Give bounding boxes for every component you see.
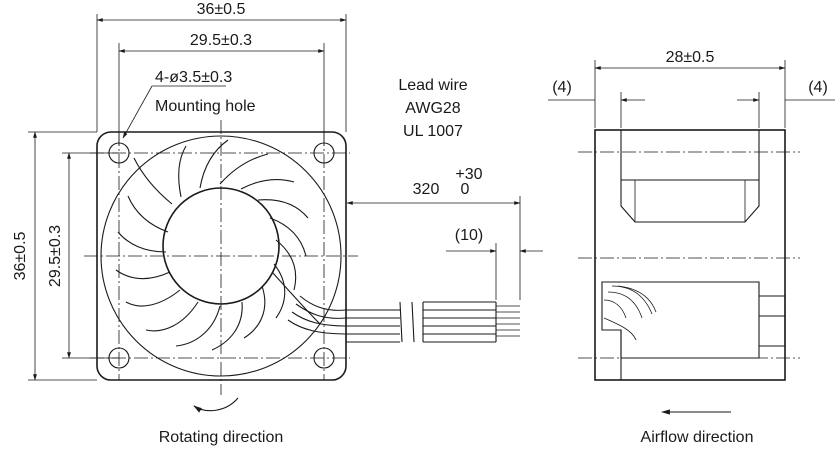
dim-outer-height: 36±0.5 [12, 131, 37, 381]
front-view: 36±0.5 29.5±0.3 4-ø3.5±0.3 Mounting hole… [12, 1, 358, 446]
side-motor [601, 281, 786, 359]
mounting-hole-label: Mounting hole [155, 98, 256, 115]
dim-right-offset-label: (4) [808, 79, 828, 96]
dim-hole-pitch-width: 29.5±0.3 [118, 32, 325, 53]
lead-tolerance-upper: +30 [455, 166, 482, 183]
side-view: 28±0.5 (4) (4) [548, 49, 835, 446]
dim-depth-label: 28±0.5 [666, 49, 715, 66]
dim-depth: 28±0.5 [594, 49, 786, 70]
dim-hole-pitch-height: 29.5±0.3 [47, 152, 71, 359]
dim-left-offset-label: (4) [552, 79, 572, 96]
lead-length: 320 [413, 181, 440, 198]
hub-strut [271, 271, 321, 325]
lead-wire: Lead wire AWG28 UL 1007 +30 320 0 (10) [287, 77, 543, 343]
fan-blades [115, 139, 309, 351]
lead-wire-label-3: UL 1007 [403, 123, 463, 140]
lead-strip-length: (10) [455, 227, 483, 244]
lead-wire-bundle [287, 295, 520, 343]
dim-hole-pitch-height-label: 29.5±0.3 [47, 225, 64, 287]
dim-left-offset: (4) [548, 79, 645, 102]
lead-wire-label-2: AWG28 [405, 100, 461, 117]
lead-tolerance-lower: 0 [461, 181, 470, 198]
dim-right-offset: (4) [737, 79, 835, 102]
rotation-arrow-icon [193, 397, 239, 413]
side-top-recess [620, 179, 760, 223]
mounting-hole-dim-label: 4-ø3.5±0.3 [155, 69, 232, 86]
airflow-label: Airflow direction [641, 429, 754, 446]
dim-outer-width: 36±0.5 [96, 1, 347, 22]
dim-hole-pitch-width-label: 29.5±0.3 [190, 32, 252, 49]
mounting-hole-callout: 4-ø3.5±0.3 Mounting hole [122, 69, 256, 139]
side-body [594, 129, 786, 381]
dim-outer-height-label: 36±0.5 [12, 231, 29, 280]
side-wire-exit [603, 285, 657, 341]
lead-wire-label-1: Lead wire [398, 77, 467, 94]
dim-outer-width-label: 36±0.5 [197, 1, 246, 18]
rotation-label: Rotating direction [159, 429, 284, 446]
